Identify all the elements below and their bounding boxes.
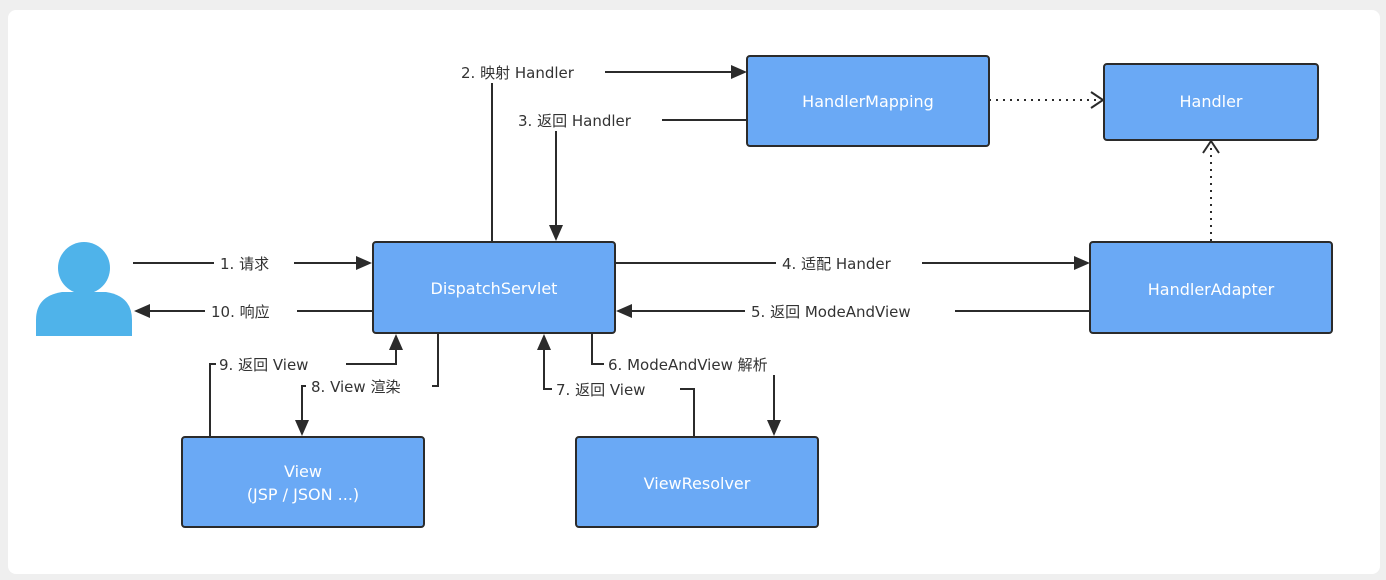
edge-10-label: 10. 响应	[211, 303, 270, 321]
view-box[interactable]: View (JSP / JSON ...)	[181, 436, 425, 528]
handler-box[interactable]: Handler	[1103, 63, 1319, 141]
edge-5-arrowhead	[616, 304, 632, 318]
edge-1-label: 1. 请求	[220, 255, 269, 273]
edge-7-arrowhead	[537, 334, 551, 350]
edge-2-line	[491, 71, 735, 242]
handler-adapter-box[interactable]: HandlerAdapter	[1089, 241, 1333, 334]
edge-2-label: 2. 映射 Handler	[461, 64, 575, 82]
edge-5-label: 5. 返回 ModeAndView	[751, 303, 911, 321]
edge-1-arrowhead	[356, 256, 372, 270]
handler-label: Handler	[1180, 92, 1243, 111]
edge-10-arrowhead	[134, 304, 150, 318]
edge-3-line	[555, 119, 747, 229]
edge-2-arrowhead	[731, 65, 747, 79]
handler-mapping-label: HandlerMapping	[802, 92, 934, 111]
edge-4-label: 4. 适配 Hander	[782, 255, 892, 273]
edge-7-label: 7. 返回 View	[556, 381, 645, 399]
handler-adapter-label: HandlerAdapter	[1148, 280, 1275, 299]
handler-mapping-box[interactable]: HandlerMapping	[746, 55, 990, 147]
edge-6-arrowhead	[767, 420, 781, 436]
view-sublabel: (JSP / JSON ...)	[247, 485, 359, 504]
mapping-handler-open-arrowhead	[1090, 91, 1105, 109]
edge-4-arrowhead	[1074, 256, 1090, 270]
edge-6-label: 6. ModeAndView 解析	[608, 356, 768, 374]
view-resolver-box[interactable]: ViewResolver	[575, 436, 819, 528]
user-icon	[36, 242, 132, 336]
edge-9-label: 9. 返回 View	[219, 356, 308, 374]
edge-9-arrowhead	[389, 334, 403, 350]
edge-8-arrowhead	[295, 420, 309, 436]
edge-3-label: 3. 返回 Handler	[518, 112, 632, 130]
view-label: View	[284, 462, 322, 481]
edge-8-label: 8. View 渲染	[311, 378, 400, 396]
dispatch-servlet-label: DispatchServlet	[431, 279, 558, 298]
adapter-handler-open-arrowhead	[1202, 139, 1220, 154]
view-resolver-label: ViewResolver	[644, 474, 751, 493]
dispatch-servlet-box[interactable]: DispatchServlet	[372, 241, 616, 334]
edge-3-arrowhead	[549, 225, 563, 241]
